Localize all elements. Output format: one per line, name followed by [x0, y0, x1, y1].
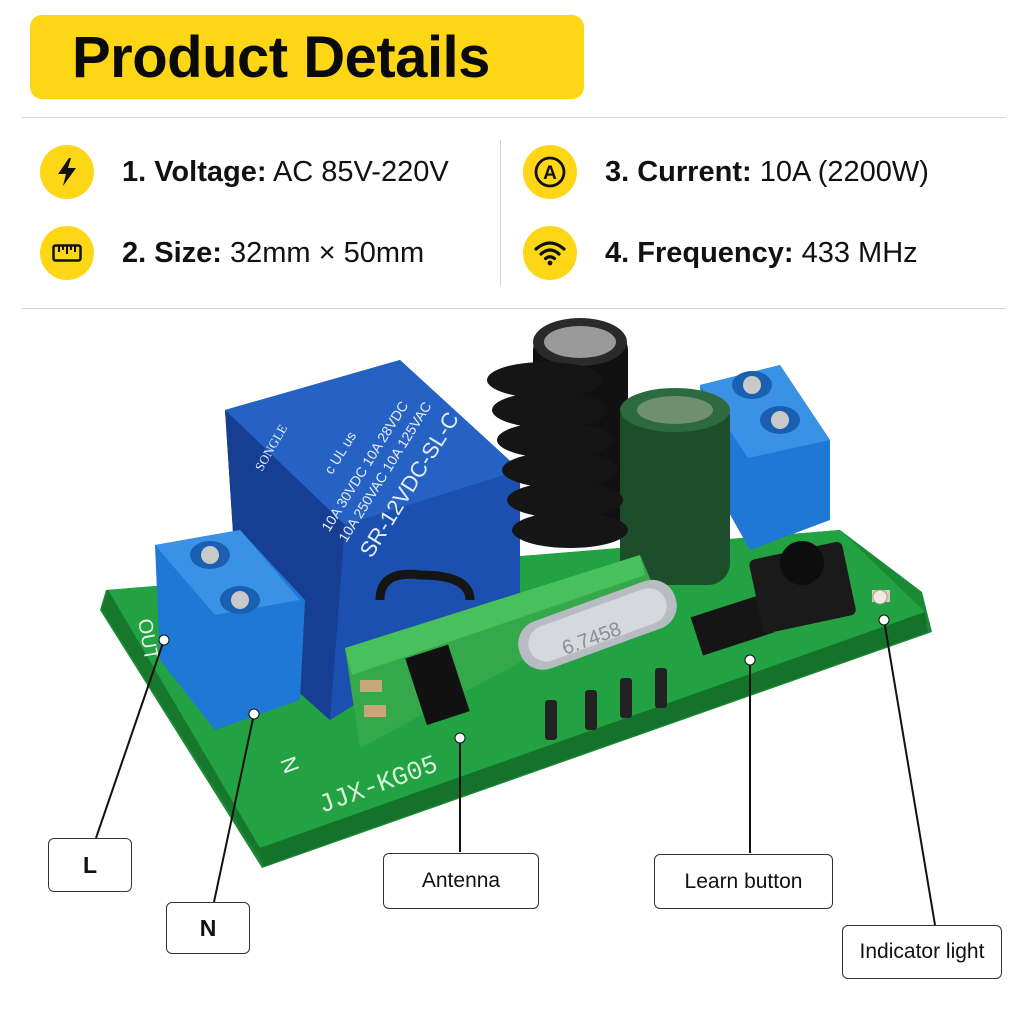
callout-leaders — [95, 619, 936, 926]
page-title: Product Details — [72, 24, 490, 90]
callout-indicator-light: Indicator light — [842, 925, 1002, 979]
terminal-block-right — [700, 365, 830, 550]
indicator-led — [872, 589, 890, 605]
callout-n: N — [166, 902, 250, 954]
spec-frequency: 4. Frequency: 433 MHz — [523, 226, 918, 280]
title-banner: Product Details — [30, 15, 584, 99]
antenna-wire — [375, 569, 475, 601]
callout-antenna: Antenna — [383, 853, 539, 909]
terminal-block-left — [155, 530, 305, 730]
spec-current: A 3. Current: 10A (2200W) — [523, 145, 929, 199]
wifi-icon — [523, 226, 577, 280]
ruler-icon — [40, 226, 94, 280]
divider-bottom — [22, 308, 1006, 309]
callout-l: L — [48, 838, 132, 892]
crystal-oscillator — [518, 579, 677, 670]
header-pins — [545, 668, 667, 740]
rf-module — [345, 555, 655, 748]
spec-voltage-text: 1. Voltage: AC 85V-220V — [122, 155, 449, 188]
spec-voltage: 1. Voltage: AC 85V-220V — [40, 145, 449, 199]
product-photo: JJX-KG05 N OUT SR-12VDC-SL-C 10A 250VAC … — [95, 318, 936, 926]
spec-size: 2. Size: 32mm × 50mm — [40, 226, 424, 280]
spec-frequency-text: 4. Frequency: 433 MHz — [605, 236, 918, 269]
antenna-coil — [487, 362, 628, 548]
ic-chip — [690, 594, 775, 656]
learn-button-switch — [749, 541, 856, 633]
divider-top — [22, 117, 1006, 118]
callout-learn-button: Learn button — [654, 854, 833, 909]
svg-text:A: A — [543, 163, 557, 184]
lightning-bolt-icon — [40, 145, 94, 199]
divider-vertical — [500, 140, 501, 286]
spec-current-text: 3. Current: 10A (2200W) — [605, 155, 929, 188]
spec-size-text: 2. Size: 32mm × 50mm — [122, 236, 425, 269]
callout-dots — [158, 614, 890, 744]
ampere-icon: A — [523, 145, 577, 199]
capacitor-green — [620, 388, 730, 585]
